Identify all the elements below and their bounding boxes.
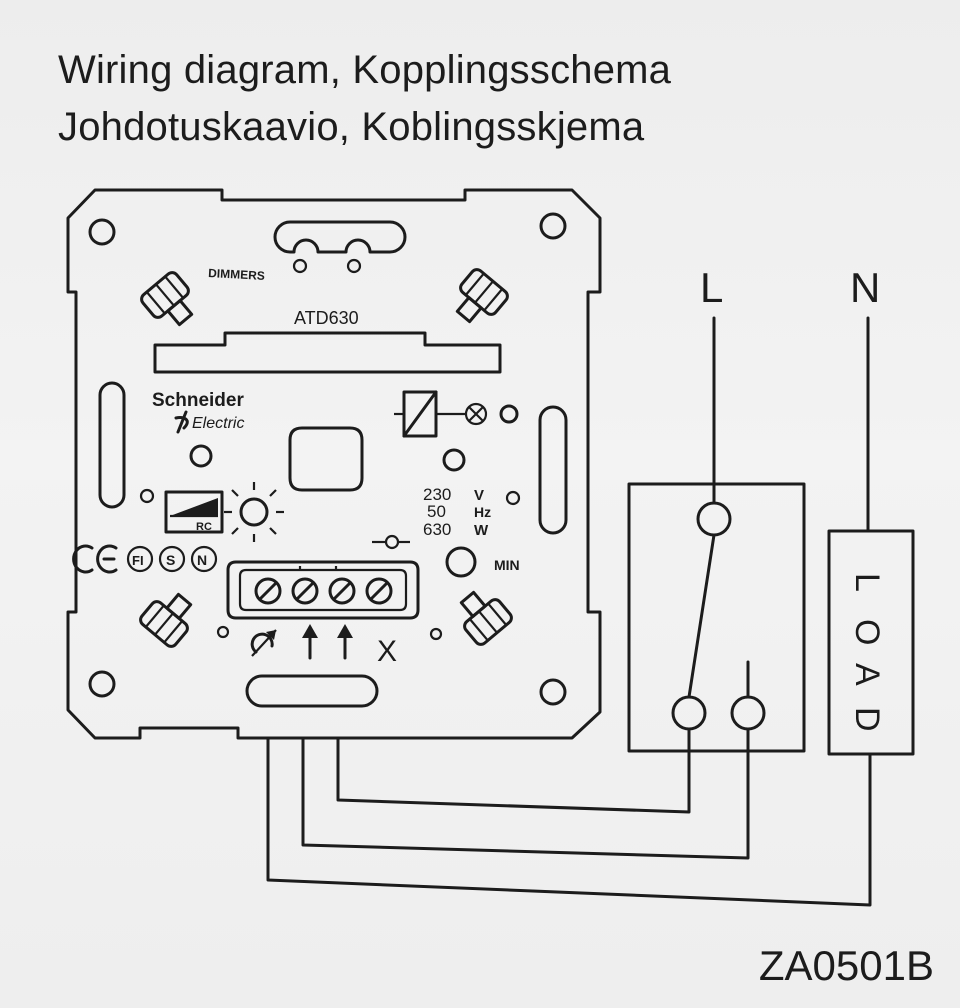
- arrow-up-icon: [302, 624, 318, 660]
- bottom-slot: [245, 674, 379, 708]
- corner-hole-tl: [88, 218, 116, 246]
- terminal-block: [226, 560, 420, 620]
- corner-hole-br: [539, 678, 567, 706]
- relay-lamp-icon: [394, 390, 488, 438]
- hole: [189, 444, 213, 468]
- brand-name: Schneider: [152, 390, 244, 411]
- svg-text:FI: FI: [132, 553, 144, 568]
- dimmers-label: DIMMERS: [208, 266, 265, 283]
- load-letter: O: [848, 619, 886, 645]
- hole: [442, 448, 466, 472]
- certification-marks: FI S N: [72, 544, 218, 574]
- small-hole: [292, 258, 308, 274]
- left-slot: [98, 381, 126, 509]
- claw-top-right: [455, 268, 509, 324]
- terminal-screw: [365, 577, 393, 605]
- switch-terminal-1: [671, 695, 707, 731]
- hole: [499, 404, 519, 424]
- min-trimmer: [445, 546, 477, 578]
- neutral-label: N: [850, 264, 880, 311]
- wire-load: [266, 736, 872, 907]
- arrow-up-icon: [337, 624, 353, 660]
- model-label: ATD630: [294, 308, 359, 328]
- x-terminal-label: X: [377, 635, 397, 668]
- sun-icon: [224, 482, 284, 542]
- corner-hole-bl: [88, 670, 116, 698]
- frequency-value: 50: [427, 502, 446, 521]
- nameplate-bar: [153, 331, 502, 374]
- load-letter: L: [848, 573, 886, 592]
- title-line-2: Johdotuskaavio, Koblingsskjema: [58, 105, 645, 149]
- dimmer-plate-outline: [66, 188, 602, 740]
- dimmed-output-icon: [250, 629, 277, 657]
- voltage-unit: V: [474, 487, 484, 504]
- frequency-unit: Hz: [474, 504, 491, 520]
- knob-shaft: [288, 426, 364, 492]
- switch-common-terminal: [696, 501, 732, 537]
- terminal-screw: [328, 577, 356, 605]
- svg-text:N: N: [197, 552, 207, 568]
- fuse-icon: [372, 534, 410, 550]
- claw-top-left: [140, 271, 194, 327]
- brand-subname: Electric: [192, 415, 244, 432]
- switch-box: [627, 482, 806, 753]
- power-value: 630: [423, 520, 451, 539]
- hole: [429, 627, 443, 641]
- title-line-1: Wiring diagram, Kopplingsschema: [58, 48, 672, 92]
- claw-bottom-left: [139, 592, 193, 648]
- hole: [505, 490, 521, 506]
- terminal-screw: [254, 577, 282, 605]
- min-label: MIN: [494, 557, 520, 573]
- diagram-code: ZA0501B: [759, 942, 934, 989]
- rc-label: RC: [196, 521, 212, 533]
- claw-bottom-right: [459, 590, 513, 646]
- svg-text:S: S: [166, 552, 175, 568]
- terminal-screw: [291, 577, 319, 605]
- line-label: L: [700, 264, 723, 311]
- switch-terminal-2: [730, 695, 766, 731]
- hole: [139, 488, 155, 504]
- load-letter: D: [848, 707, 886, 732]
- top-slot: [273, 220, 407, 254]
- load-letter: A: [848, 663, 886, 686]
- hole: [216, 625, 230, 639]
- small-hole: [346, 258, 362, 274]
- switch-contact: [687, 533, 716, 699]
- rc-dimmer-icon: [164, 490, 224, 534]
- corner-hole-tr: [539, 212, 567, 240]
- voltage-value: 230: [423, 485, 451, 504]
- wire-traveller-1: [336, 727, 691, 814]
- schneider-logo-icon: [174, 410, 189, 434]
- right-slot: [538, 405, 568, 535]
- wire-traveller-2: [301, 727, 750, 860]
- power-unit: W: [474, 522, 489, 539]
